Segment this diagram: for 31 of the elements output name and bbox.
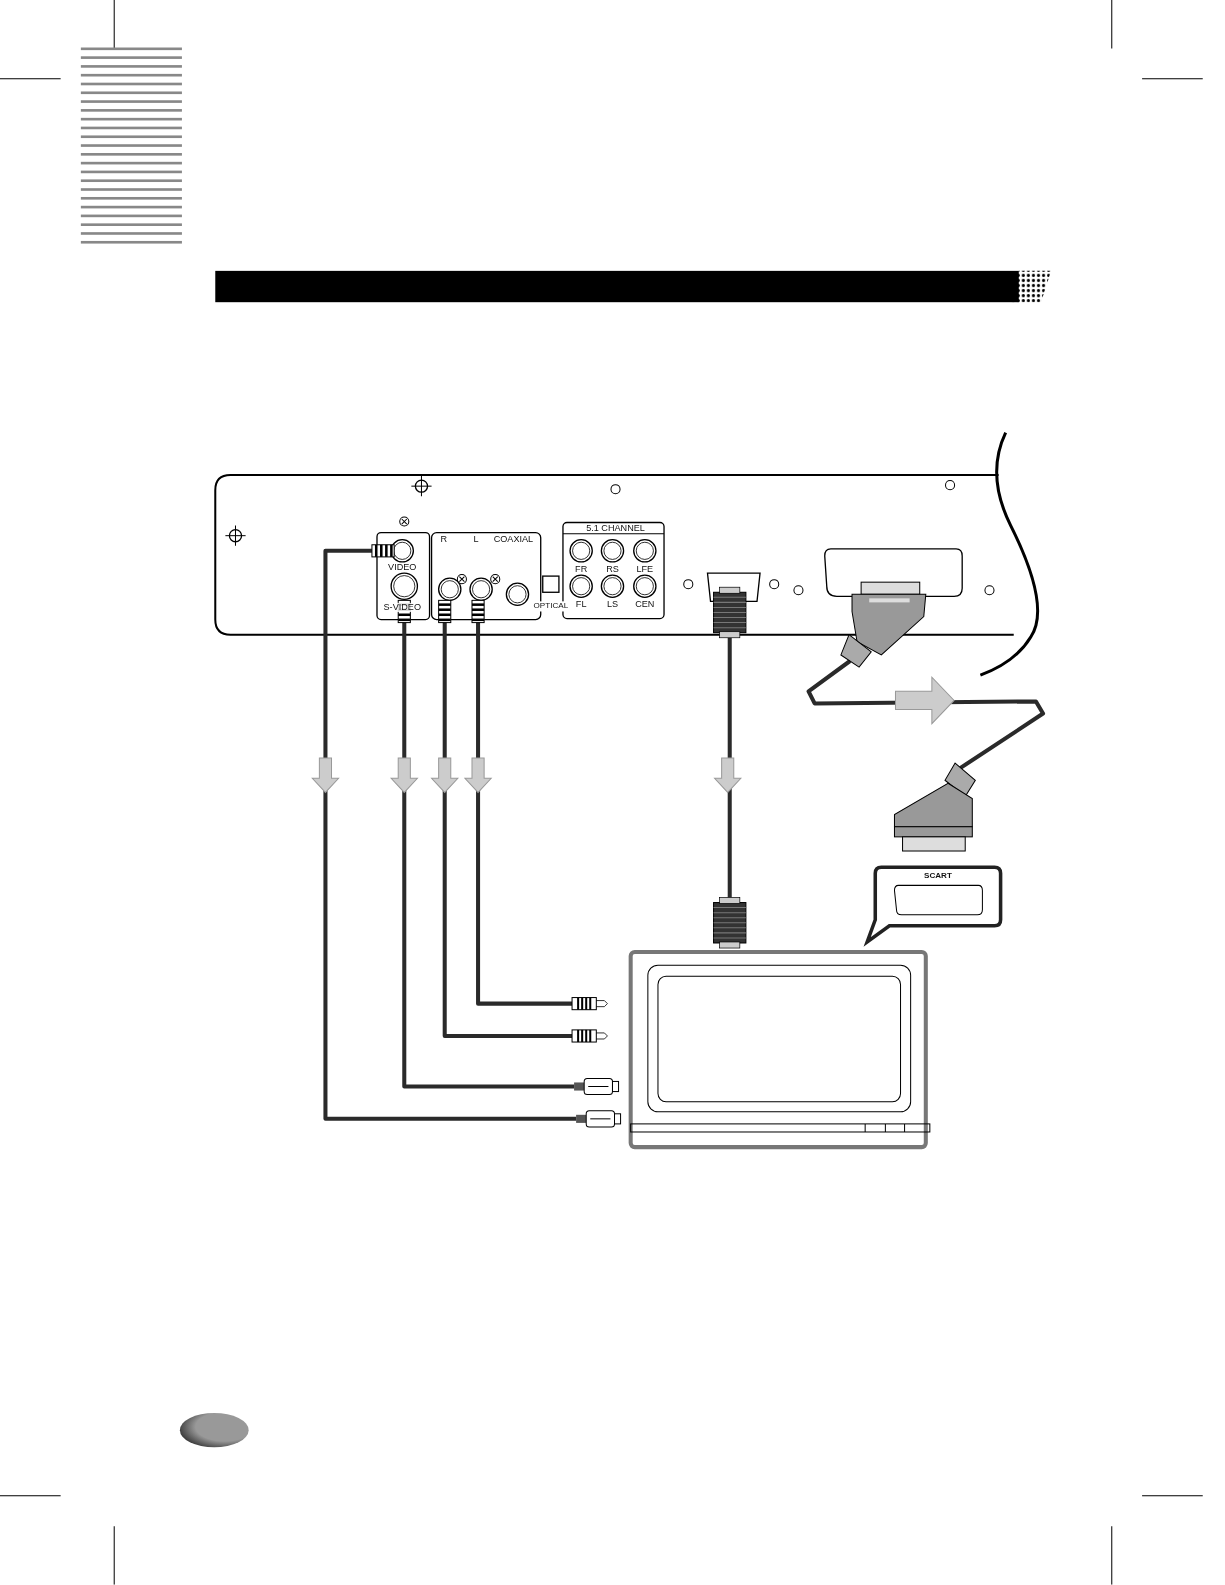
cable xyxy=(727,637,732,898)
jack-label: OPTICAL xyxy=(532,601,570,612)
jack-label: VIDEO xyxy=(388,562,417,572)
port-label: SCART xyxy=(924,872,952,881)
cable xyxy=(442,622,573,1038)
jack-label: CEN xyxy=(635,599,655,609)
jack-label: COAXIAL xyxy=(493,535,534,545)
cable xyxy=(476,622,573,1006)
s-video-plug-drawing xyxy=(576,1110,622,1128)
rca-plug-drawing xyxy=(438,599,452,624)
s-video-plug-drawing xyxy=(574,1077,620,1096)
section-heading: 5.1 CHANNEL xyxy=(586,524,645,534)
rca-plug-drawing xyxy=(371,544,395,558)
jack-label: L xyxy=(473,535,479,545)
rca-plug-drawing xyxy=(471,599,485,624)
rca-plug-drawing xyxy=(571,1029,608,1043)
cable xyxy=(402,622,575,1089)
jack-label: RS xyxy=(606,564,619,574)
vga-plug-drawing xyxy=(713,897,747,949)
vga-plug-drawing xyxy=(713,586,747,639)
jack-label: LFE xyxy=(636,564,654,574)
jack-label: S-VIDEO xyxy=(383,602,421,612)
jack-label: LS xyxy=(606,599,619,609)
jack-label: FL xyxy=(575,599,587,609)
jack-label: R xyxy=(440,535,447,545)
rca-plug-drawing xyxy=(571,997,608,1011)
cable xyxy=(323,548,577,1121)
scart-plug-drawing xyxy=(893,762,976,852)
jack-label: FR xyxy=(575,564,588,574)
block-arrow xyxy=(894,675,955,725)
scart-plug-drawing xyxy=(840,581,927,668)
